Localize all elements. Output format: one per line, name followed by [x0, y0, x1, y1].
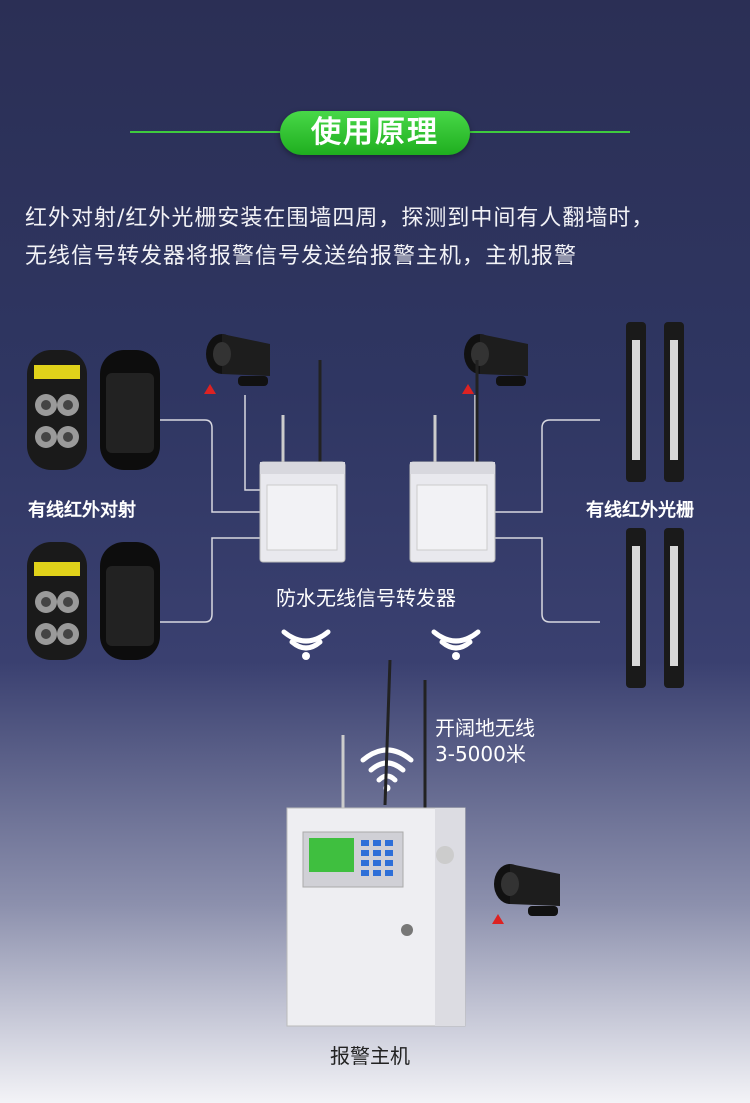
infrared-beam-detector-bottom — [22, 540, 162, 665]
section-title: 使用原理 — [280, 111, 470, 155]
label-wired-infrared-grating: 有线红外光栅 — [586, 500, 694, 521]
wireless-repeater-left — [255, 360, 350, 565]
description-line-2: 无线信号转发器将报警信号发送给报警主机，主机报警 — [25, 244, 578, 269]
infrared-beam-detector-top — [22, 345, 162, 475]
label-range-line-2: 3-5000米 — [435, 742, 526, 766]
title-line-left — [130, 131, 280, 133]
alarm-host-panel — [285, 659, 470, 1030]
label-alarm-host: 报警主机 — [330, 1044, 410, 1068]
infrared-grating-top — [620, 322, 690, 482]
wireless-repeater-right — [405, 360, 500, 565]
label-waterproof-repeater: 防水无线信号转发器 — [276, 586, 456, 610]
infrared-grating-bottom — [620, 528, 690, 690]
wireless-signal-icon-left — [278, 618, 334, 662]
siren-right — [458, 320, 538, 400]
label-range-line-1: 开阔地无线 — [435, 716, 535, 740]
wireless-signal-icon-right — [428, 618, 484, 662]
description-line-1: 红外对射/红外光栅安装在围墙四周，探测到中间有人翻墙时， — [25, 206, 655, 231]
siren-host — [488, 848, 568, 930]
label-wired-infrared-beam: 有线红外对射 — [28, 500, 136, 521]
title-line-right — [470, 131, 630, 133]
siren-left — [200, 320, 280, 400]
